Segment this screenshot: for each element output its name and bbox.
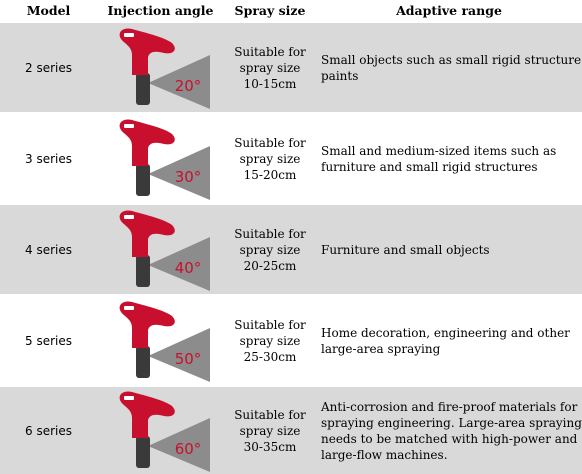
size-line: Suitable for <box>234 44 306 59</box>
range-cell: Anti-corrosion and fire-proof materials … <box>316 385 582 474</box>
table-row: 4 series 40° Suitable for spray size 20-… <box>0 203 582 295</box>
size-line: spray size <box>239 60 301 75</box>
angle-label: 40° <box>174 259 201 277</box>
angle-cell: 50° <box>97 294 224 386</box>
spray-tip-icon: 60° <box>119 390 210 472</box>
angle-cell: 60° <box>97 385 224 474</box>
angle-label: 30° <box>174 168 201 186</box>
angle-cell: 30° <box>97 112 224 204</box>
size-line: Suitable for <box>234 226 306 241</box>
table-row: 6 series 60° Suitable for spray size 30-… <box>0 385 582 474</box>
model-cell: 3 series <box>0 112 97 204</box>
angle-cell: 20° <box>97 21 224 113</box>
header-size: Spray size <box>224 0 316 23</box>
size-cell: Suitable for spray size 25-30cm <box>224 294 316 386</box>
model-cell: 2 series <box>0 21 97 113</box>
size-cell: Suitable for spray size 30-35cm <box>224 385 316 474</box>
size-cell: Suitable for spray size 15-20cm <box>224 112 316 204</box>
table-row: 5 series 50° Suitable for spray size 25-… <box>0 294 582 386</box>
size-line: spray size <box>239 333 301 348</box>
size-line: 20-25cm <box>243 258 297 273</box>
angle-label: 60° <box>174 440 201 458</box>
range-cell: Furniture and small objects <box>316 203 582 295</box>
size-line: Suitable for <box>234 135 306 150</box>
spray-tip-icon: 40° <box>119 209 210 291</box>
table-row: 2 series 20° Suitable for spray size 10-… <box>0 21 582 113</box>
range-cell: Home decoration, engineering and other l… <box>316 294 582 386</box>
spray-tip-icon: 30° <box>119 118 210 200</box>
range-cell: Small objects such as small rigid struct… <box>316 21 582 113</box>
size-line: spray size <box>239 151 301 166</box>
table-header-row: Model Injection angle Spray size Adaptiv… <box>0 0 582 23</box>
size-line: 15-20cm <box>243 167 297 182</box>
spray-tip-icon: 20° <box>119 27 210 109</box>
size-cell: Suitable for spray size 10-15cm <box>224 21 316 113</box>
size-line: 30-35cm <box>243 439 297 454</box>
size-line: Suitable for <box>234 317 306 332</box>
size-line: 25-30cm <box>243 349 297 364</box>
model-cell: 6 series <box>0 385 97 474</box>
model-cell: 5 series <box>0 294 97 386</box>
header-range: Adaptive range <box>316 0 582 23</box>
range-cell: Small and medium-sized items such as fur… <box>316 112 582 204</box>
table-row: 3 series 30° Suitable for spray size 15-… <box>0 112 582 204</box>
size-cell: Suitable for spray size 20-25cm <box>224 203 316 295</box>
header-angle: Injection angle <box>97 0 224 23</box>
model-cell: 4 series <box>0 203 97 295</box>
angle-label: 50° <box>174 350 201 368</box>
size-line: 10-15cm <box>243 76 297 91</box>
spray-tip-icon: 50° <box>119 300 210 382</box>
size-line: Suitable for <box>234 407 306 422</box>
size-line: spray size <box>239 423 301 438</box>
size-line: spray size <box>239 242 301 257</box>
angle-label: 20° <box>174 77 201 95</box>
angle-cell: 40° <box>97 203 224 295</box>
header-model: Model <box>0 0 97 23</box>
